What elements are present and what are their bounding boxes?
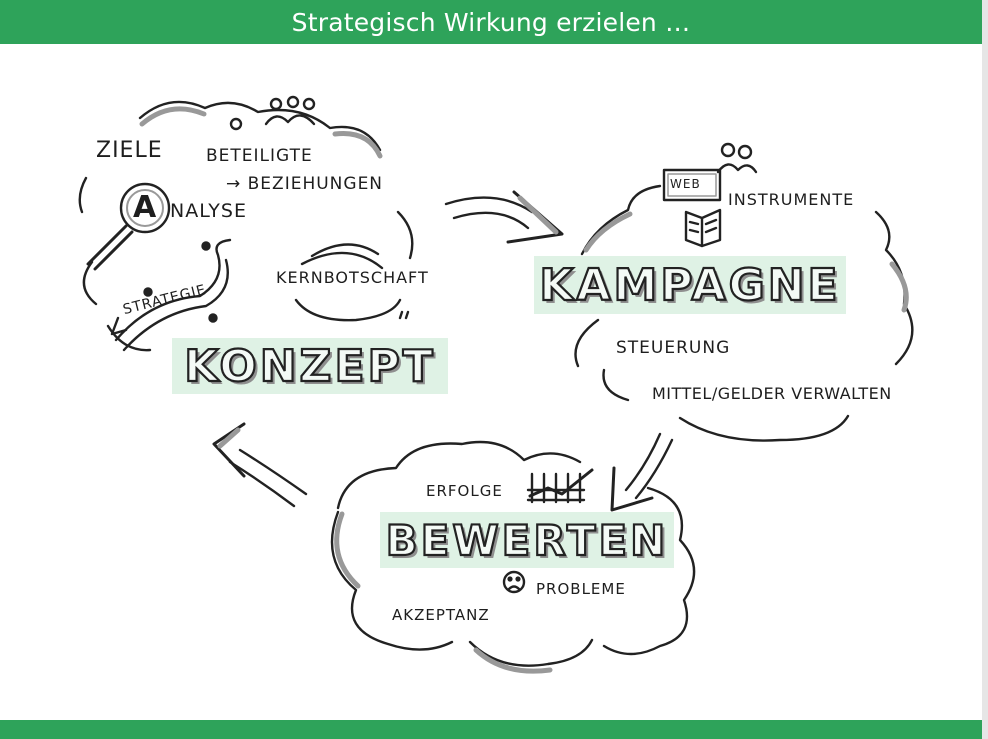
magnifier-icon xyxy=(86,182,171,271)
bewerten-box: Bewerten xyxy=(380,512,674,568)
open-book-icon xyxy=(684,208,722,248)
label-instrumente: Instrumente xyxy=(728,190,855,209)
konzept-heading: Konzept xyxy=(183,339,436,392)
label-steuerung: Steuerung xyxy=(616,338,731,358)
bewerten-cloud xyxy=(330,440,696,667)
strategie-path xyxy=(110,238,232,352)
label-beziehungen: → Beziehungen xyxy=(226,174,384,194)
label-akzeptanz: Akzeptanz xyxy=(392,606,490,624)
arrow-to-bewerten xyxy=(610,432,674,512)
kampagne-heading: Kampagne xyxy=(538,258,841,311)
people-icon xyxy=(264,95,316,126)
title-bar: Strategisch Wirkung erzielen … xyxy=(0,0,982,44)
page-title: Strategisch Wirkung erzielen … xyxy=(291,7,691,37)
label-mittel: Mittel/Gelder verwalten xyxy=(652,384,892,403)
arrow-to-kampagne xyxy=(444,190,564,244)
label-probleme: Probleme xyxy=(536,580,626,598)
konzept-cloud xyxy=(78,100,414,352)
sad-face-icon xyxy=(502,570,526,594)
target-icon xyxy=(294,243,410,322)
label-analyse: nalyse xyxy=(170,200,247,222)
label-analyse-letter: A xyxy=(133,190,158,225)
kampagne-box: Kampagne xyxy=(534,256,846,314)
label-beteiligte: Beteiligte xyxy=(206,146,313,166)
people-icon xyxy=(716,142,758,174)
label-ziele: Ziele xyxy=(96,138,163,163)
label-kernbotschaft: Kernbotschaft xyxy=(276,268,429,287)
konzept-box: Konzept xyxy=(172,338,448,394)
person-icon xyxy=(229,117,243,131)
label-web: Web xyxy=(670,177,701,191)
arrow-to-konzept xyxy=(212,422,308,508)
web-sign-icon xyxy=(662,168,722,202)
bewerten-heading: Bewerten xyxy=(385,514,669,565)
bottom-bar xyxy=(0,720,982,739)
right-edge xyxy=(982,0,988,739)
bar-chart-icon xyxy=(526,468,594,504)
label-erfolge: Erfolge xyxy=(426,482,503,500)
